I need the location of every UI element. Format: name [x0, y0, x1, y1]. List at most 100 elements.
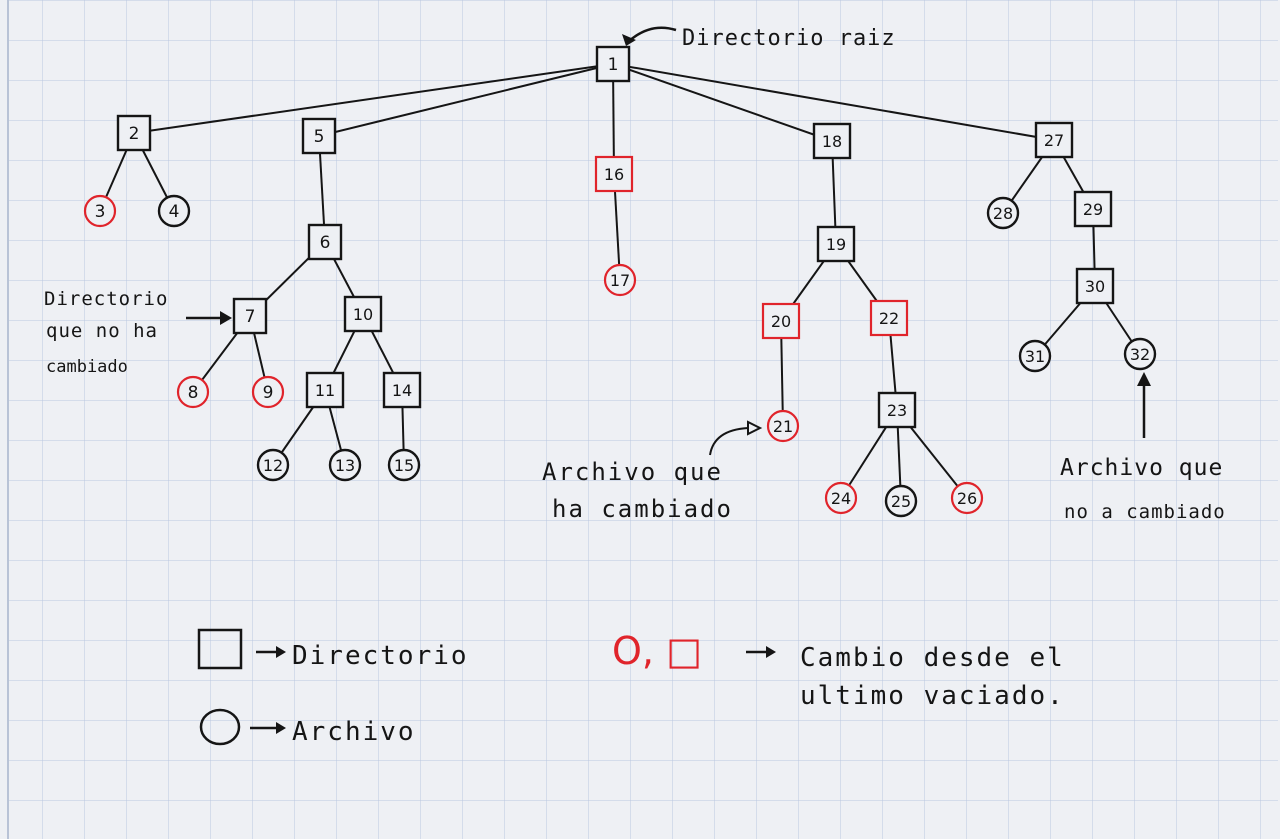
file-circle	[176, 375, 210, 409]
changed-file-line-2: ha cambiado	[552, 495, 733, 523]
directory-node-10: 10	[343, 295, 383, 333]
unchanged-dir-arrow-head	[220, 311, 232, 325]
edge-1-16	[612, 63, 615, 175]
file-node-4: 4	[157, 194, 191, 228]
node-label: 30	[1085, 277, 1105, 296]
unchanged-file-annotation: Archivo que no a cambiado	[1060, 372, 1226, 523]
file-circle	[1018, 339, 1052, 373]
file-node-8: 8	[176, 375, 210, 409]
node-label: 4	[169, 202, 180, 222]
file-node-13: 13	[328, 448, 362, 482]
root-annotation-text: Directorio raiz	[682, 26, 896, 51]
file-node-31: 31	[1018, 339, 1052, 373]
directory-node-5: 5	[301, 117, 337, 155]
directory-box	[343, 295, 383, 333]
legend-changed-symbols: O, □	[612, 629, 702, 673]
directory-box	[877, 391, 917, 429]
directory-box	[812, 122, 852, 160]
node-label: 11	[315, 381, 335, 400]
changed-file-arrow	[709, 427, 749, 456]
directory-box	[869, 299, 909, 337]
changed-file-line-1: Archivo que	[542, 458, 723, 486]
edge-1-27	[612, 63, 1055, 141]
node-label: 23	[887, 401, 907, 420]
file-circle	[950, 481, 984, 515]
file-node-12: 12	[256, 448, 290, 482]
node-label: 10	[353, 305, 373, 324]
directory-box	[1073, 190, 1113, 228]
directory-node-27: 27	[1034, 121, 1074, 159]
directory-node-23: 23	[877, 391, 917, 429]
legend-changed-line-1: Cambio desde el	[800, 643, 1065, 673]
directory-box	[595, 45, 631, 83]
node-label: 5	[314, 127, 325, 147]
unchanged-file-line-1: Archivo que	[1060, 455, 1223, 481]
directory-box	[301, 117, 337, 155]
unchanged-file-arrow-head	[1137, 372, 1151, 386]
directory-box	[116, 114, 152, 152]
directory-box	[305, 371, 345, 409]
edge-1-5	[318, 63, 614, 137]
node-label: 6	[320, 233, 331, 253]
node-label: 25	[891, 492, 911, 511]
directory-node-2: 2	[116, 114, 152, 152]
node-label: 9	[263, 383, 274, 403]
changed-file-annotation: Archivo que ha cambiado	[542, 420, 763, 523]
node-label: 26	[957, 489, 977, 508]
file-node-15: 15	[387, 448, 421, 482]
legend: Directorio Archivo O, □ Cambio desde el …	[197, 628, 1065, 747]
node-label: 29	[1083, 200, 1103, 219]
node-label: 7	[245, 307, 256, 327]
edge-1-18	[612, 63, 833, 142]
file-node-26: 26	[950, 481, 984, 515]
legend-file-label: Archivo	[292, 717, 416, 747]
directory-node-29: 29	[1073, 190, 1113, 228]
file-node-17: 17	[603, 263, 637, 297]
file-circle	[387, 448, 421, 482]
node-label: 24	[831, 489, 851, 508]
node-label: 17	[610, 271, 630, 290]
directory-box	[1075, 267, 1115, 305]
legend-directory-arrow-head	[276, 646, 286, 658]
node-label: 3	[95, 202, 106, 222]
node-label: 1	[608, 55, 619, 75]
node-label: 28	[993, 204, 1013, 223]
directory-box	[761, 302, 801, 340]
unchanged-file-line-2: no a cambiado	[1064, 501, 1226, 523]
directory-node-6: 6	[307, 223, 343, 261]
changed-file-arrow-head	[747, 420, 763, 436]
directory-node-18: 18	[812, 122, 852, 160]
file-circle	[251, 375, 285, 409]
directory-box	[1034, 121, 1074, 159]
directory-node-14: 14	[382, 371, 422, 409]
file-circle	[256, 448, 290, 482]
legend-directory-symbol	[197, 628, 243, 670]
file-circle	[157, 194, 191, 228]
file-node-24: 24	[824, 481, 858, 515]
legend-file-symbol	[199, 708, 241, 746]
node-label: 12	[263, 456, 283, 475]
node-label: 19	[826, 235, 846, 254]
directory-box	[382, 371, 422, 409]
root-annotation: Directorio raiz	[622, 26, 896, 51]
directory-box	[816, 225, 856, 263]
directory-box	[232, 297, 268, 335]
directory-node-7: 7	[232, 297, 268, 335]
node-label: 8	[188, 383, 199, 403]
file-circle	[603, 263, 637, 297]
file-circle	[824, 481, 858, 515]
unchanged-directory-annotation: Directorio que no ha cambiado	[44, 288, 232, 377]
directory-node-22: 22	[869, 299, 909, 337]
file-circle	[766, 409, 800, 443]
legend-changed-arrow-head	[766, 646, 776, 658]
legend-directory-label: Directorio	[292, 641, 469, 671]
grid-lines	[8, 0, 1278, 839]
file-node-32: 32	[1123, 337, 1157, 371]
node-label: 21	[773, 417, 793, 436]
directory-node-30: 30	[1075, 267, 1115, 305]
node-label: 32	[1130, 345, 1150, 364]
node-label: 15	[394, 456, 414, 475]
